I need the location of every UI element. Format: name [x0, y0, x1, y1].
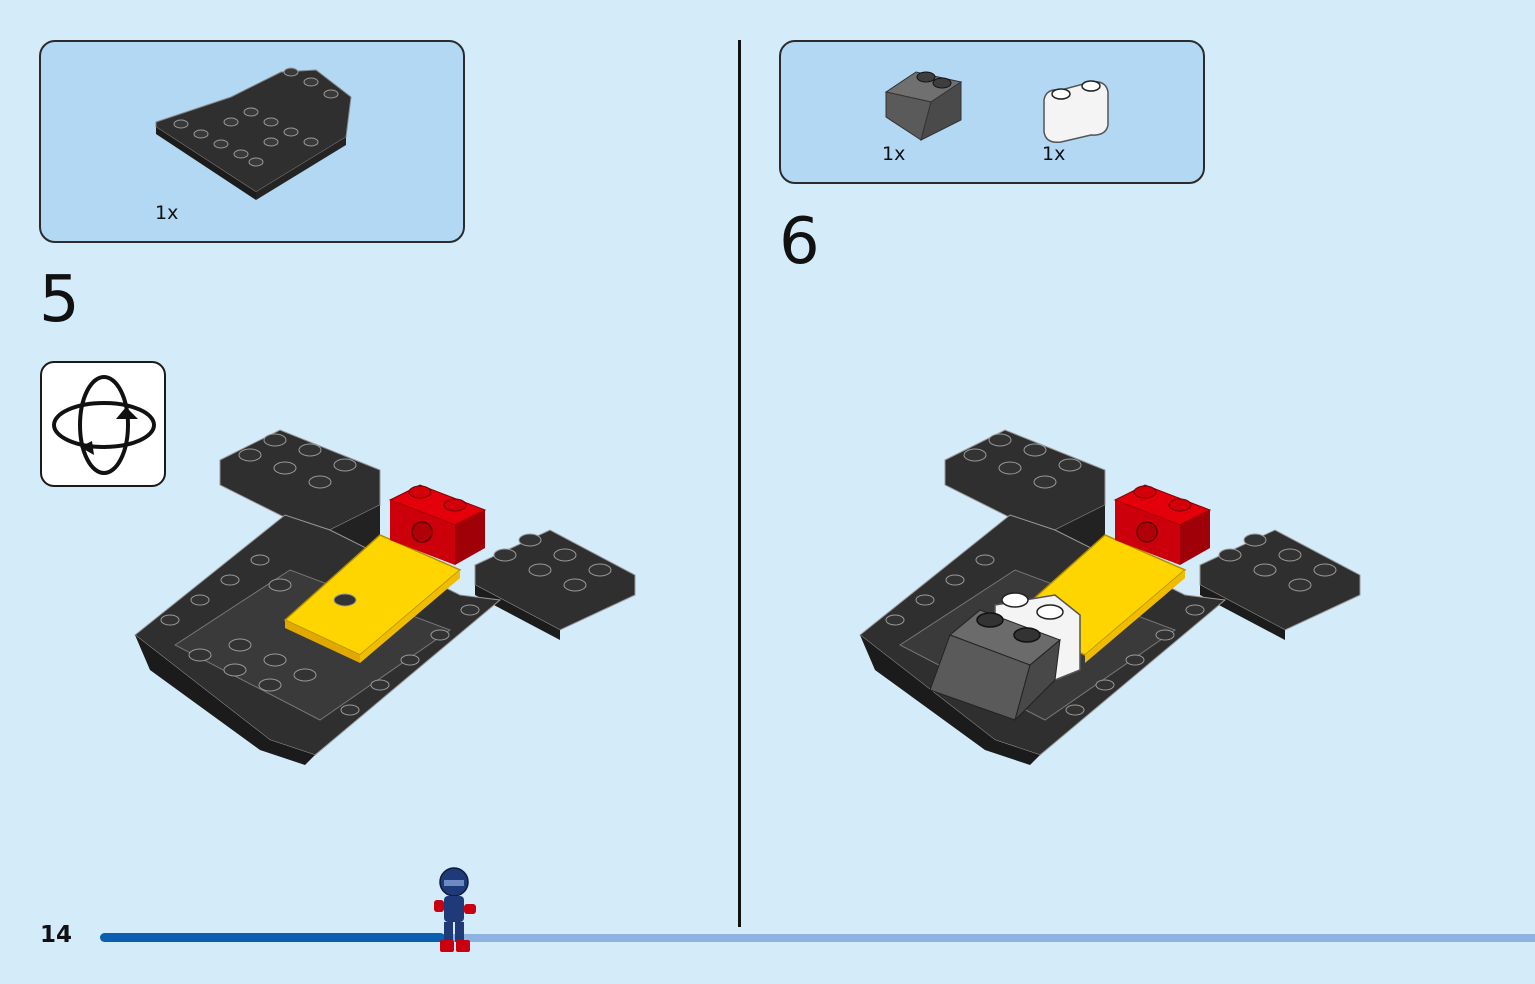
part-quantity: 1x [155, 202, 179, 224]
step-number: 5 [39, 263, 80, 337]
part-quantity: 1x [882, 143, 906, 165]
step5-parts-box: 1x [39, 40, 465, 243]
page-number: 14 [40, 922, 73, 948]
step6-model-illustration [859, 429, 1361, 765]
black-inverted-slope-plate-icon [155, 67, 352, 200]
step-divider [738, 40, 741, 927]
step5-model-illustration [134, 429, 636, 765]
step-number: 6 [779, 205, 820, 279]
step6-parts-box: 1x 1x [779, 40, 1205, 184]
white-round-brick-icon [1043, 80, 1109, 144]
rotate-model-icon [52, 375, 156, 475]
rotate-model-callout [40, 361, 166, 487]
progress-bar-remaining [440, 934, 1535, 942]
progress-bar-completed [100, 933, 445, 942]
part-quantity: 1x [1042, 143, 1066, 165]
blue-helmet-minifigure-icon [434, 867, 476, 952]
dark-gray-slope-brick-icon [884, 71, 963, 141]
